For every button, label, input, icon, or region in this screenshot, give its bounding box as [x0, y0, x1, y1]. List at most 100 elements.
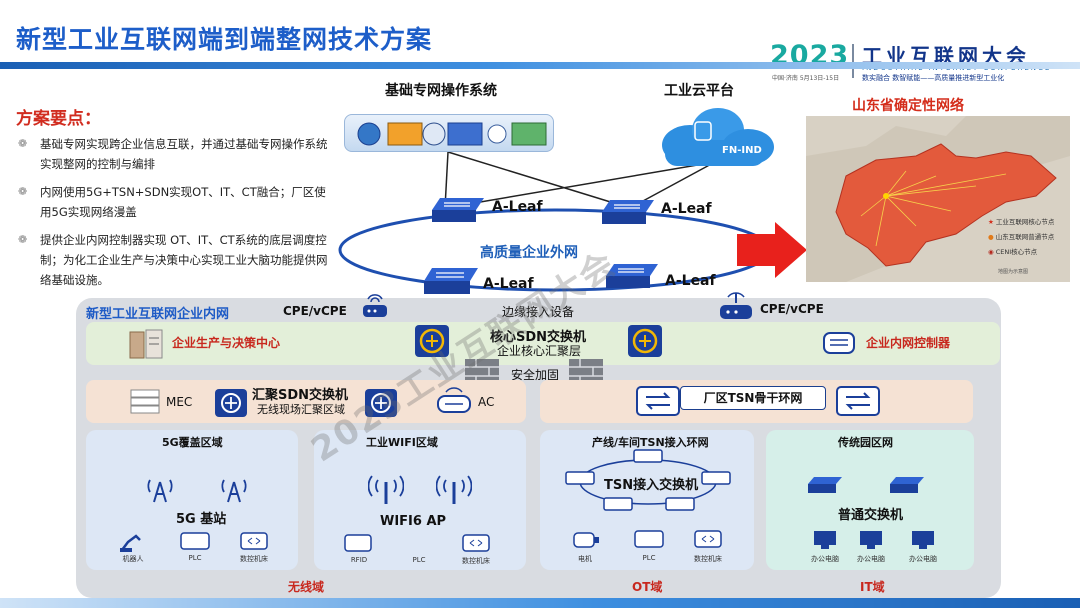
conference-subtitle: 数实融合 数智赋能——高质量推进新型工业化	[862, 74, 1005, 82]
leaf-switch-icon	[604, 262, 658, 294]
map-legend-item: ◉ CENI核心节点	[988, 248, 1038, 256]
robot-icon	[118, 530, 144, 556]
core-sub-label: 企业核心汇聚层	[497, 344, 582, 358]
core-switch-label: 核心SDN交换机	[490, 330, 587, 345]
device-label: PLC	[188, 554, 202, 562]
ac-label: AC	[478, 395, 495, 409]
agg-switch-icon	[214, 388, 248, 422]
zone-5g-device: 5G 基站	[176, 512, 227, 527]
leaf-label: A-Leaf	[492, 199, 543, 215]
plc-icon	[180, 532, 210, 554]
zone-5g-title: 5G覆盖区域	[162, 436, 223, 449]
link-line	[444, 161, 716, 209]
point-item: ❁ 内网使用5G+TSN+SDN实现OT、IT、CT融合；厂区使用5G实现网络漫…	[18, 182, 334, 222]
antenna-icon	[144, 474, 176, 508]
leaf-switch-icon	[600, 198, 654, 230]
province-map	[806, 116, 1070, 282]
leaf-label: A-Leaf	[483, 276, 534, 292]
device-label: PLC	[642, 554, 656, 562]
cloud-icon	[662, 108, 774, 166]
map-source: 地图为示意图	[998, 269, 1029, 275]
star-icon: ★	[988, 218, 996, 226]
tsn-switch-icon	[836, 386, 880, 420]
agg-switch-label: 汇聚SDN交换机	[252, 388, 349, 403]
cpe-right-label: CPE/vCPE	[760, 302, 824, 316]
pin-icon: ●	[988, 233, 996, 241]
server-icon	[126, 328, 166, 364]
pc-icon	[858, 530, 884, 554]
device-label: 机器人	[122, 555, 144, 563]
cloud-title: 工业云平台	[664, 83, 734, 99]
device-label: 数控机床	[694, 555, 722, 563]
cpe-left-label: CPE/vCPE	[283, 304, 347, 318]
security-label: 安全加固	[511, 368, 560, 382]
pc-icon	[812, 530, 838, 554]
cloud-node-label: FN-IND	[722, 145, 762, 156]
map-links	[860, 170, 1007, 247]
tsn-access-ring	[565, 449, 731, 511]
map-legend-item: ● 山东互联网普通节点	[988, 233, 1055, 241]
zone-wifi-device: WIFI6 AP	[380, 514, 447, 529]
point-item: ❁ 基础专网实现跨企业信息互联，并通过基础专网操作系统实现整网的控制与编排	[18, 134, 334, 174]
motor-icon	[570, 530, 600, 554]
router-icon	[362, 291, 388, 323]
switch-icon	[890, 476, 924, 498]
device-label: 数控机床	[462, 557, 490, 565]
mec-server-icon	[130, 388, 160, 420]
leaf-label: A-Leaf	[661, 201, 712, 217]
zone-it-title: 传统园区网	[838, 436, 893, 449]
plc-icon	[634, 530, 664, 552]
it-domain-label: IT域	[860, 580, 885, 594]
device-label: 办公电脑	[811, 555, 839, 563]
cnc-icon	[462, 534, 490, 556]
map-legend-item: ★ 工业互联网核心节点	[988, 218, 1055, 226]
zone-it-device: 普通交换机	[838, 508, 904, 523]
leaf-label: A-Leaf	[665, 273, 716, 289]
agg-sub-label: 无线现场汇聚区域	[257, 403, 345, 416]
controller-label: 企业内网控制器	[866, 336, 951, 350]
slide-title: 新型工业互联网端到端整网技术方案	[16, 25, 433, 54]
decision-center-label: 企业生产与决策中心	[172, 336, 281, 350]
device-label: 办公电脑	[857, 555, 885, 563]
agg-switch-icon	[364, 388, 398, 422]
intranet-title: 新型工业互联网企业内网	[86, 307, 230, 322]
right-arrow-icon	[737, 222, 807, 278]
node-icon: ◉	[988, 248, 996, 256]
leaf-switch-icon	[422, 266, 478, 300]
zone-ot-device: TSN接入交换机	[604, 478, 699, 493]
bullet-icon: ❁	[18, 137, 28, 150]
point-text: 提供企业内网控制器实现 OT、IT、CT系统的底层调度控制；为化工企业生产与决策…	[40, 233, 328, 287]
point-text: 基础专网实现跨企业信息互联，并通过基础专网操作系统实现整网的控制与编排	[40, 137, 328, 171]
device-label: 电机	[578, 555, 592, 563]
header-bar	[0, 62, 1080, 69]
conference-date: 中国·济南 5月13日-15日	[772, 75, 840, 82]
cnc-icon	[240, 532, 268, 554]
logo-divider	[852, 44, 854, 78]
bullet-icon: ❁	[18, 233, 28, 246]
tsn-switch-icon	[636, 386, 680, 420]
cnc-icon	[694, 530, 722, 552]
map-title: 山东省确定性网络	[852, 98, 964, 114]
point-text: 内网使用5G+TSN+SDN实现OT、IT、CT融合；厂区使用5G实现网络漫盖	[40, 185, 326, 219]
footer-bar	[0, 598, 1080, 608]
wifi-ap-icon	[367, 474, 405, 510]
device-label: 办公电脑	[909, 555, 937, 563]
map-panel: ★ 工业互联网核心节点 ● 山东互联网普通节点 ◉ CENI核心节点 地图为示意…	[806, 116, 1070, 282]
router-icon	[718, 291, 754, 327]
tsn-backbone-label: 厂区TSN骨干环网	[680, 386, 826, 410]
link-line	[447, 151, 631, 209]
rfid-icon	[344, 534, 372, 556]
pc-icon	[910, 530, 936, 554]
ot-domain-label: OT域	[632, 580, 663, 594]
leaf-switch-icon	[430, 196, 484, 228]
antenna-icon	[218, 474, 250, 508]
device-label: PLC	[412, 556, 426, 564]
os-title: 基础专网操作系统	[385, 83, 497, 99]
controller-icon	[822, 330, 856, 360]
ac-controller-icon	[436, 386, 472, 420]
zone-wifi-title: 工业WIFI区域	[366, 436, 438, 449]
points-title: 方案要点：	[16, 109, 101, 129]
external-network-label: 高质量企业外网	[480, 245, 578, 261]
os-panel-icons	[357, 122, 547, 146]
core-switch-icon	[414, 324, 450, 362]
